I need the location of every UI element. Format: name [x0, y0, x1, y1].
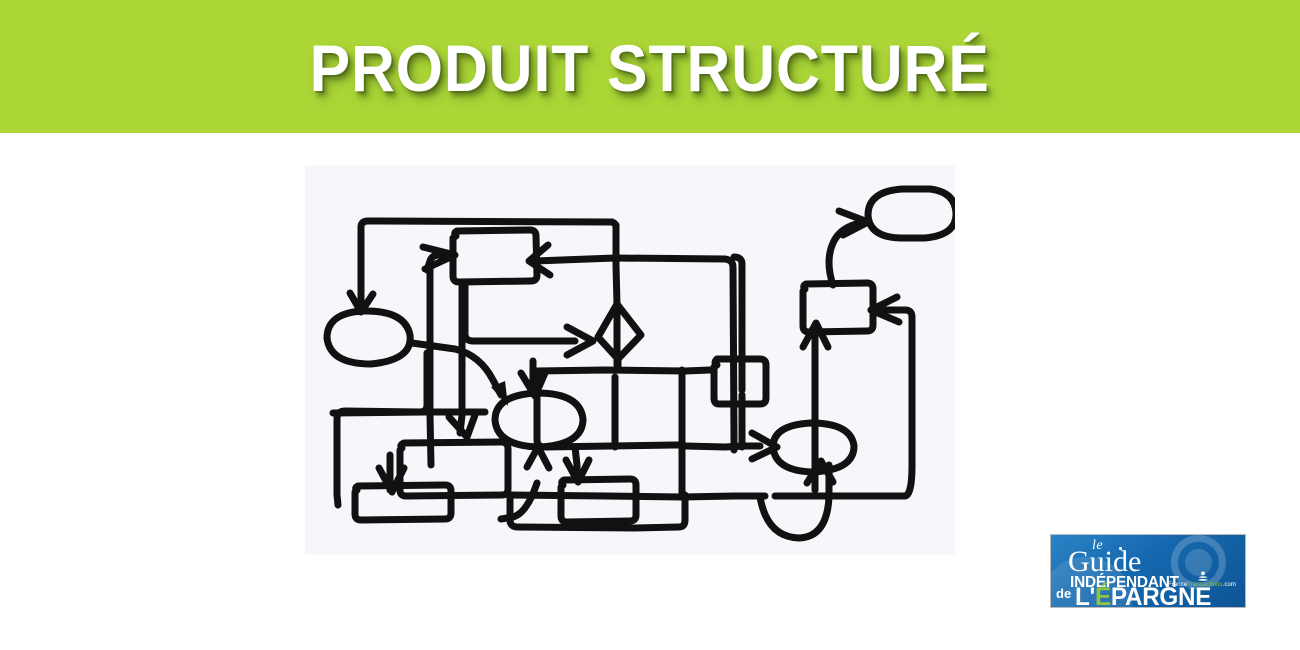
connector-bottom-loop [506, 491, 689, 532]
shape-ellipse-left [323, 307, 414, 368]
arrowhead-down-left-mid [445, 411, 479, 441]
logo-de-text: de [1056, 586, 1072, 601]
arrowhead-into-bottom-center-box [562, 456, 593, 486]
arrowhead-into-bottom-right-ellipse [748, 429, 781, 463]
connector-topbox-down [456, 283, 466, 437]
connector-center-box-lower [533, 371, 686, 451]
ft-france-text: France [1168, 582, 1188, 588]
logo-epargne-text: L'ÉPARGNE [1075, 585, 1211, 608]
arrowhead-into-bottom-left-small [375, 464, 408, 496]
connector-into-top-box-left [423, 251, 456, 274]
arrowhead-up-into-right-box [799, 319, 832, 351]
logo-guide-text: Guide [1068, 545, 1142, 578]
logo-content: le Guide INDÉPENDANT FranceTransactions.… [1051, 535, 1245, 608]
france-transactions-icon [1197, 571, 1209, 581]
logo-epargne-accent: É [1095, 583, 1111, 608]
logo-dot [1119, 547, 1122, 550]
connector-farright-vertical [730, 253, 746, 394]
connector-top-right-loop [531, 254, 738, 454]
connector-topleft-vertical [357, 217, 616, 312]
shape-box-right [799, 279, 877, 336]
shape-ellipse-center [491, 389, 587, 451]
ft-com-text: .com [1222, 582, 1237, 588]
shape-box-bottom-left-wide [396, 438, 512, 500]
shape-terminator-top-right [864, 185, 955, 242]
page-header-band: PRODUIT STRUCTURÉ [0, 0, 1300, 133]
shape-box-bottom-left-small [351, 481, 455, 524]
ft-transactions-text: Transactions [1187, 582, 1223, 588]
connector-bottom-curve-up [756, 461, 833, 542]
logo-epargne-suffix: PARGNE [1110, 583, 1212, 608]
connector-right-outer-loop [771, 306, 916, 500]
france-transactions-wordmark: FranceTransactions.com [1168, 582, 1236, 588]
shape-box-top-center [449, 226, 541, 286]
arrowhead-into-top-box-right [525, 241, 554, 279]
connector-rightbox-to-terminator [825, 219, 865, 289]
connector-topbox-to-diamond [461, 279, 579, 345]
connector-left-ellipse-to-arrow [408, 339, 505, 399]
flowchart-illustration [305, 165, 955, 555]
logo-epargne-prefix: L' [1075, 583, 1096, 608]
logo-le-guide-independant-de-l-epargne[interactable]: le Guide INDÉPENDANT FranceTransactions.… [1050, 534, 1246, 608]
shape-box-bottom-center [557, 475, 640, 526]
logo-le-text: le [1092, 538, 1104, 553]
connector-to-bottom-right-ellipse [681, 442, 764, 451]
logo-background [1051, 535, 1245, 607]
shape-diamond-decision [594, 300, 645, 363]
shape-box-center-right [710, 355, 770, 408]
page-title: PRODUIT STRUCTURÉ [309, 30, 991, 105]
connector-middle-horizontal [533, 366, 714, 375]
logo-independant-text: INDÉPENDANT [1070, 574, 1179, 591]
arrowhead-up-into-center-ellipse [523, 443, 553, 472]
connector-lower-left-horizontal [329, 408, 489, 417]
shape-ellipse-bottom-right [769, 419, 858, 476]
arrowhead-into-diamond [563, 323, 597, 359]
connector-up-into-center-ellipse [497, 479, 541, 523]
flowchart-svg [323, 185, 955, 542]
connector-top-down-center [608, 218, 621, 369]
